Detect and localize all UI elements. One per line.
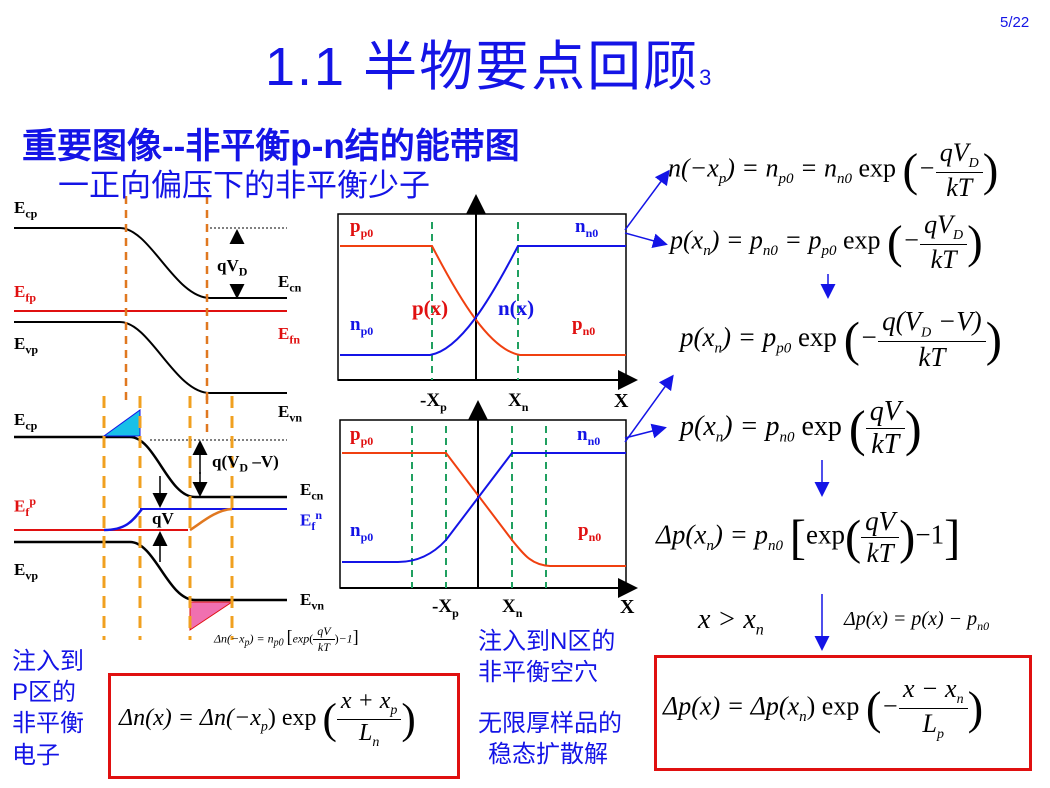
label-efn-bottom: Efn [300, 508, 323, 534]
label-evn-bottom: Evn [300, 590, 325, 613]
label-nn0-bottom: nn0 [577, 424, 601, 448]
condition-x-greater-xn: x > xn [698, 604, 764, 639]
equation-delta-p-definition: Δp(x) = p(x) − pn0 [844, 608, 990, 633]
section-subheading: 一正向偏压下的非平衡少子 [58, 168, 430, 203]
equation-p-xn-forward: p(xn) = pp0 exp (−q(VD −V)kT) [680, 306, 1002, 373]
label-pp0-bottom: pp0 [350, 424, 374, 448]
caption-n-region: 注入到N区的非平衡空穴 [478, 628, 616, 687]
label-px: p(x) [412, 296, 449, 320]
label-qv: qV [152, 509, 174, 528]
page-number: 5/22 [1000, 14, 1030, 31]
label-ecp-bottom: Ecp [14, 410, 38, 433]
label-nx: n(x) [498, 296, 535, 320]
label-xn-top: Xn [508, 390, 529, 414]
caption-steady-state: 无限厚样品的稳态扩散解 [478, 710, 622, 769]
label-neg-xp-top: -Xp [420, 390, 447, 414]
label-neg-xp-bottom: -Xp [432, 596, 459, 620]
label-evp-top: Evp [14, 334, 39, 357]
label-evp-bottom: Evp [14, 560, 39, 583]
label-ecn-bottom: Ecn [300, 480, 324, 503]
label-qvd-minus-v: q(VD –V) [212, 452, 279, 475]
label-efp-bottom: Efp [14, 494, 37, 520]
label-efn-top: Efn [278, 324, 301, 347]
label-pn0-top: pn0 [572, 314, 596, 338]
label-x-axis-top: X [614, 390, 629, 412]
label-pp0-top: pp0 [350, 216, 374, 240]
page-title: 1.1 半物要点回顾3 [265, 37, 714, 97]
label-ecn-top: Ecn [278, 272, 302, 295]
section-heading: 重要图像--非平衡p-n结的能带图 [22, 127, 520, 166]
label-efp-top: Efp [14, 282, 37, 305]
label-xn-bottom: Xn [502, 596, 523, 620]
label-nn0-top: nn0 [575, 216, 599, 240]
label-qvd: qVD [217, 256, 248, 279]
flow-arrows [624, 169, 836, 651]
concentration-plot-equilibrium [337, 194, 638, 390]
label-np0-bottom: np0 [350, 520, 374, 544]
label-ecp-top: Ecp [14, 198, 38, 221]
label-x-axis-bottom: X [620, 596, 635, 618]
band-diagram-equilibrium [14, 196, 287, 400]
concentration-plot-forward-bias [339, 400, 638, 598]
label-pn0-bottom: pn0 [578, 520, 602, 544]
label-evn-top: Evn [278, 402, 303, 425]
label-np0-top: np0 [350, 314, 374, 338]
band-diagram-forward-bias [14, 396, 287, 640]
